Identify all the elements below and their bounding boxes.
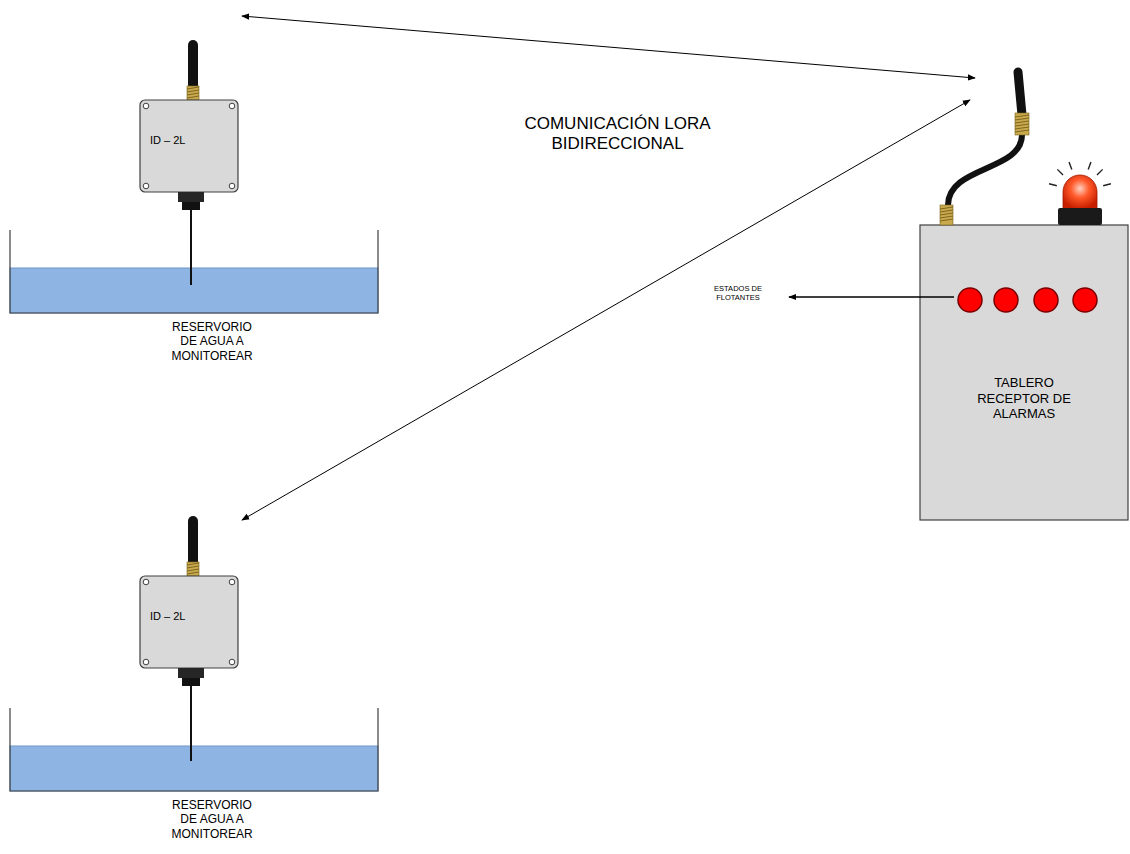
antenna — [188, 516, 198, 566]
water — [10, 268, 378, 313]
leader-arrow — [789, 296, 954, 298]
antenna-connector — [1015, 113, 1029, 135]
float-probe — [190, 210, 192, 285]
cable-gland — [178, 192, 204, 202]
sensor-device: ID – 2L — [138, 14, 242, 214]
water-reservoir: RESERVORIO DE AGUA A MONITOREAR — [9, 708, 381, 848]
antenna — [1018, 72, 1022, 115]
sensor-device: ID – 2L — [138, 490, 242, 690]
alarm-beacon — [1063, 175, 1097, 209]
beacon-base — [1058, 208, 1102, 225]
indicator-light — [994, 288, 1018, 312]
panel-enclosure — [920, 225, 1128, 520]
enclosure — [140, 100, 238, 192]
device-id: ID – 2L — [150, 134, 230, 147]
antenna-connector — [187, 562, 199, 576]
link-caption: COMUNICACIÓN LORA BIDIRECCIONAL — [510, 114, 725, 155]
enclosure — [140, 576, 238, 668]
panel-title: TABLERO RECEPTOR DE ALARMAS — [972, 375, 1076, 422]
alarm-panel-outline — [918, 76, 1128, 522]
output-note: ESTADOS DE FLOTANTES — [712, 284, 764, 302]
water — [10, 746, 378, 791]
sensor-device-outline — [138, 14, 242, 214]
device-id: ID – 2L — [150, 610, 230, 623]
indicator-light — [958, 288, 982, 312]
float-probe — [190, 686, 192, 761]
antenna-connector — [187, 86, 199, 100]
indicator-light — [1034, 288, 1058, 312]
antenna-cable — [948, 135, 1022, 205]
antenna-connector — [940, 205, 953, 225]
indicator-light — [1073, 288, 1097, 312]
water-reservoir: RESERVORIO DE AGUA A MONITOREAR — [9, 230, 381, 370]
reservoir-label: RESERVORIO DE AGUA A MONITOREAR — [167, 798, 257, 841]
tank-wall — [10, 708, 378, 791]
tank-wall — [10, 230, 378, 313]
alarm-panel: TABLERO RECEPTOR DE ALARMAS — [918, 76, 1128, 522]
reservoir-label: RESERVORIO DE AGUA A MONITOREAR — [167, 320, 257, 363]
sensor-device-outline — [138, 490, 242, 690]
lora-link — [242, 16, 975, 78]
cable-gland — [178, 668, 204, 678]
antenna — [188, 40, 198, 90]
